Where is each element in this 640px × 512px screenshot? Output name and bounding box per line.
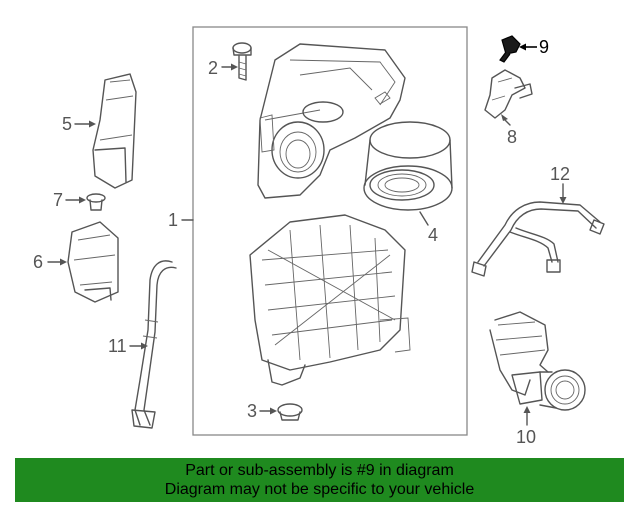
assembly-box <box>192 26 468 436</box>
callout-5: 5 <box>62 114 73 134</box>
callout-11: 11 <box>108 336 127 356</box>
clip <box>65 193 106 211</box>
drain-hose <box>129 260 177 429</box>
banner-line-2: Diagram may not be specific to your vehi… <box>164 481 475 498</box>
vent-tube <box>471 183 605 277</box>
callout-7: 7 <box>53 190 64 210</box>
resonator <box>47 221 119 303</box>
banner-line-1: Part or sub-assembly is #9 in diagram <box>185 462 454 479</box>
inlet-duct <box>74 73 137 189</box>
callout-2: 2 <box>208 58 219 78</box>
callout-6: 6 <box>33 252 44 272</box>
grommet <box>259 403 303 421</box>
callout-4: 4 <box>428 225 439 245</box>
callout-10: 10 <box>516 427 537 447</box>
screw <box>499 35 537 63</box>
lower-housing <box>249 214 411 386</box>
air-cleaner-cover <box>257 43 406 199</box>
outlet-duct <box>489 311 586 426</box>
callout-8: 8 <box>507 127 518 147</box>
callout-3: 3 <box>247 401 258 421</box>
callout-9: 9 <box>539 37 550 57</box>
callout-12: 12 <box>550 164 571 184</box>
callout-1: 1 <box>168 210 179 230</box>
filter-element <box>363 121 453 226</box>
sensor <box>484 69 533 126</box>
bolt <box>221 42 252 81</box>
info-banner: Part or sub-assembly is #9 in diagram Di… <box>15 458 624 502</box>
